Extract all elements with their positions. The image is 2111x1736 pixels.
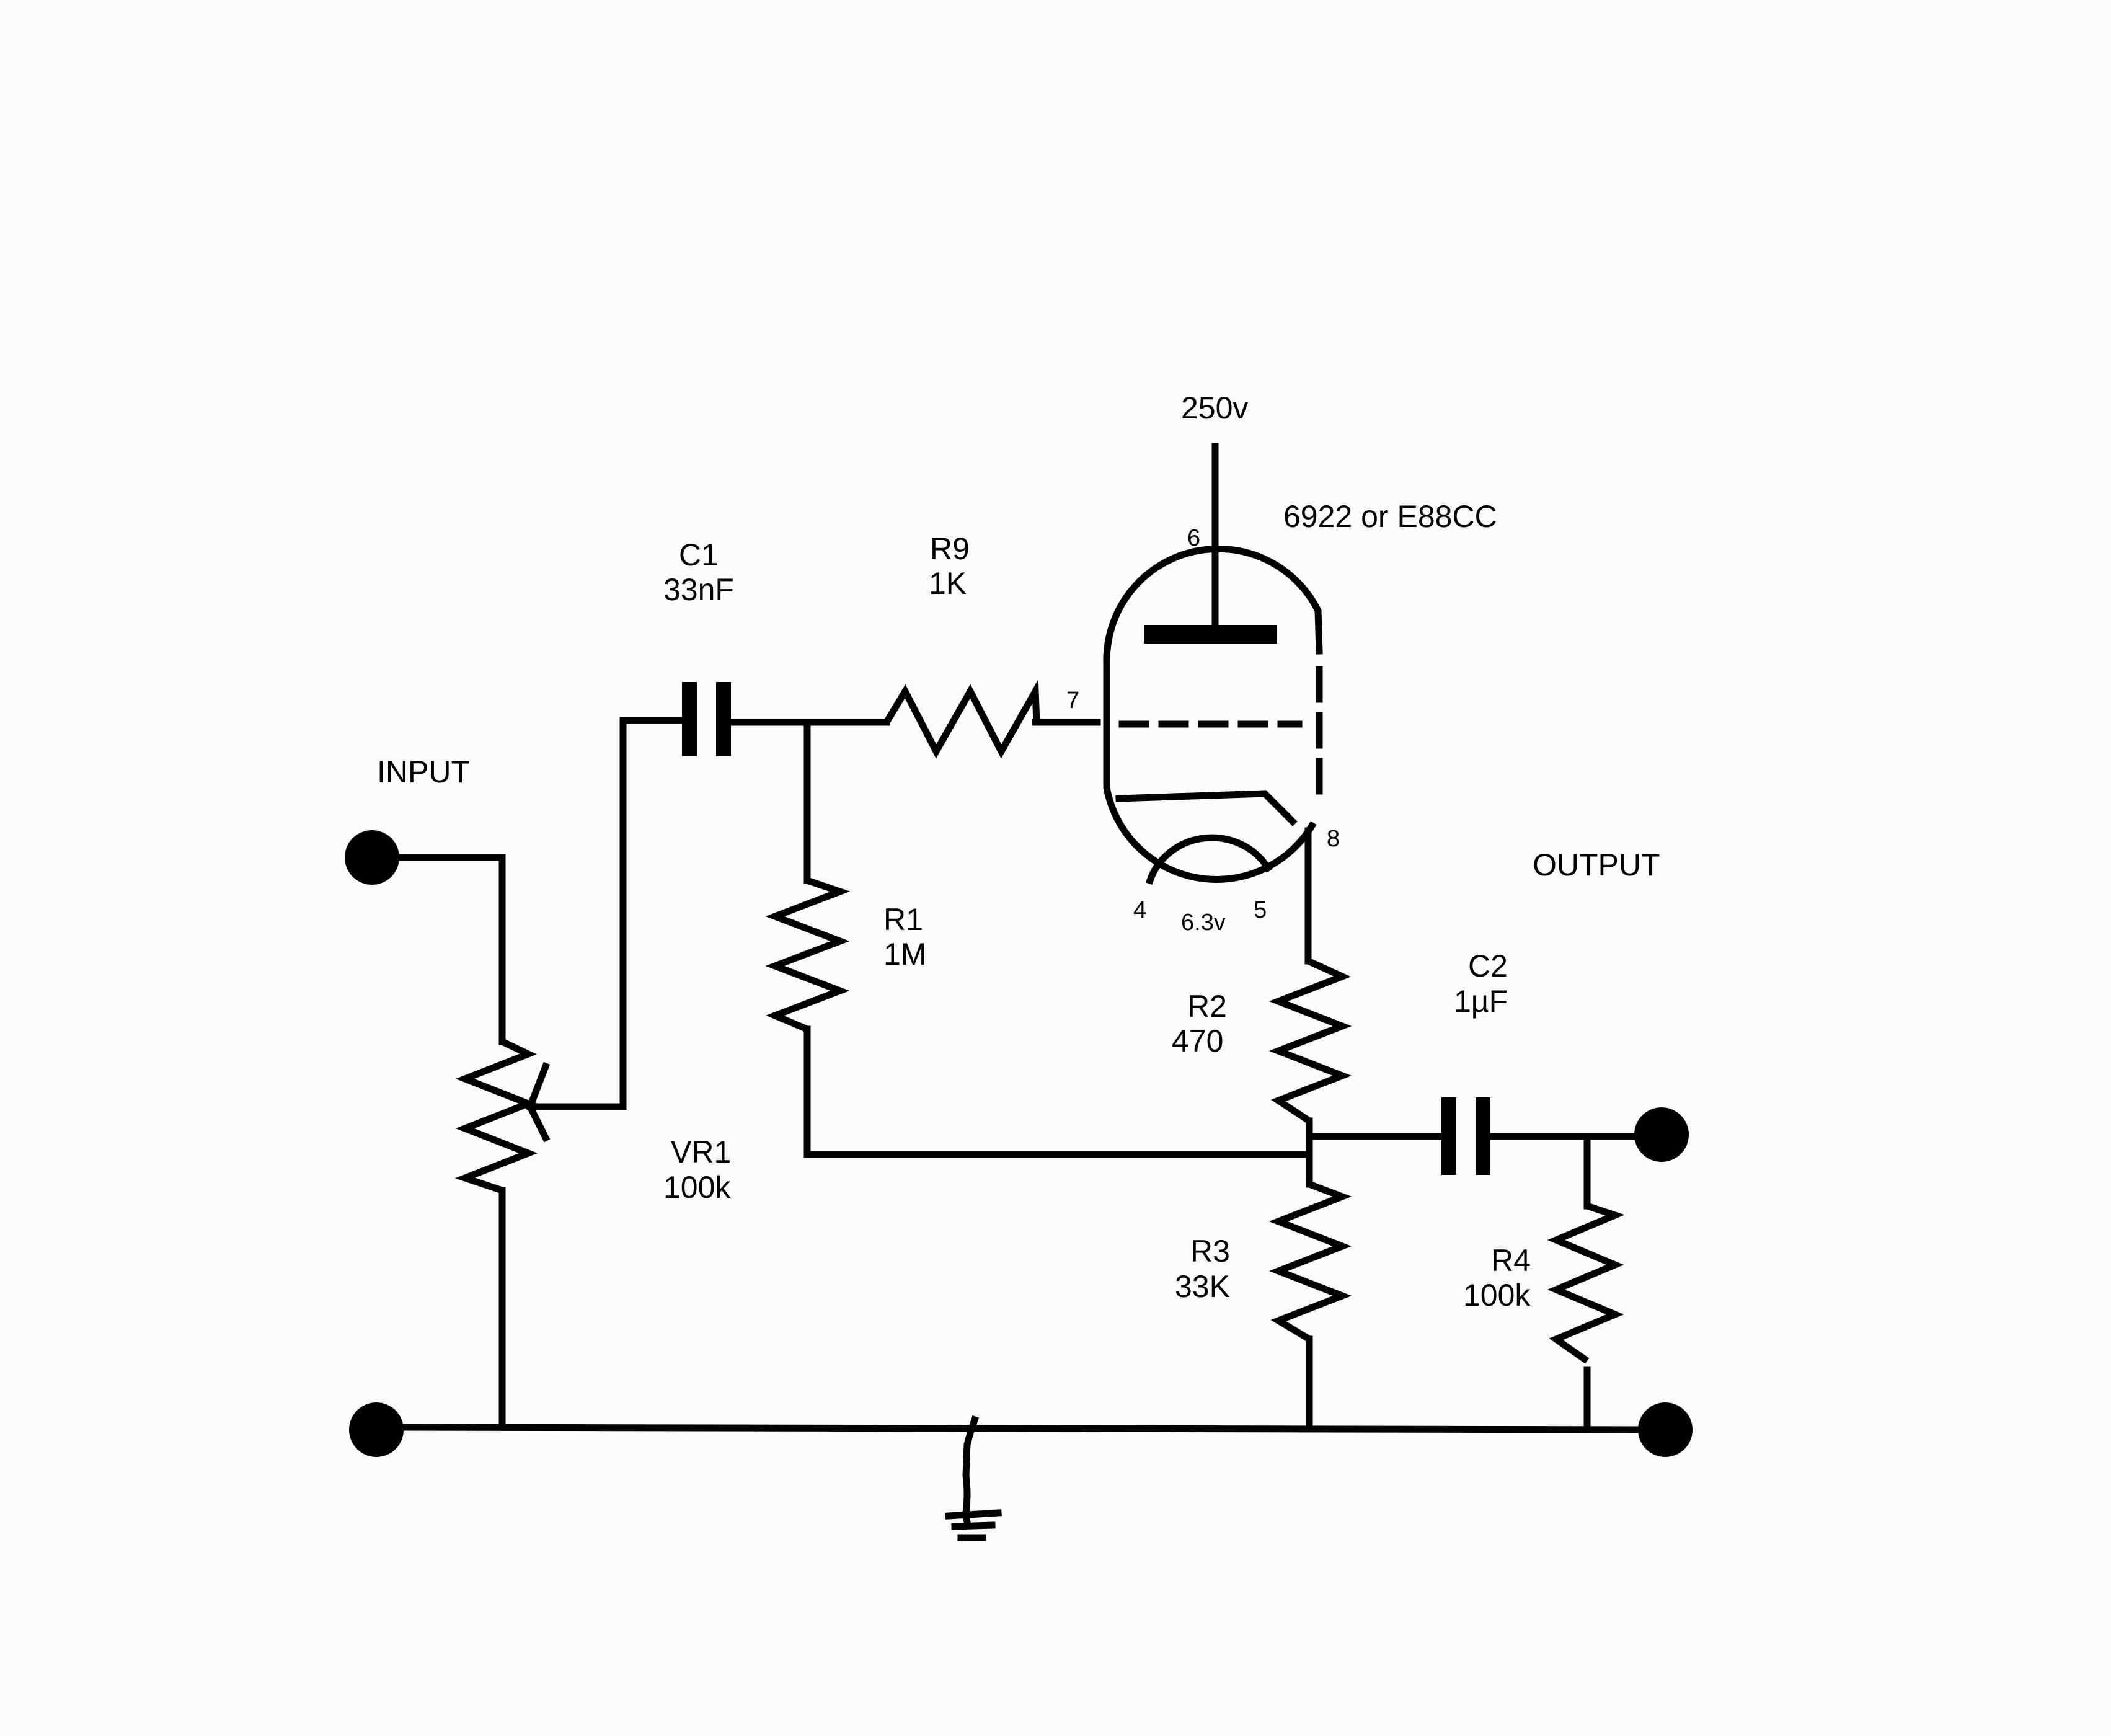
c2-capacitor [1441,1097,1665,1175]
b-plus-label: 250v [1181,391,1248,425]
r3-value-label: 33K [1175,1269,1230,1304]
input-label: INPUT [377,755,470,789]
ground-bus [373,1424,1669,1433]
ground-symbol [945,1415,1002,1541]
tube-cathode [1115,790,1298,826]
r9-resistor [883,679,1097,759]
r3-resistor [1268,1180,1352,1342]
r4-resistor [1547,1133,1625,1431]
vr1-ref-label: VR1 [671,1135,731,1169]
r2-value-label: 470 [1172,1024,1223,1058]
pin-7-label: 7 [1066,688,1079,714]
c1-value-label: 33nF [663,572,734,607]
r4-value-label: 100k [1463,1278,1531,1313]
r1-resistor [765,719,851,1158]
tube-plate [1144,625,1277,644]
pin-6-label: 6 [1187,525,1200,551]
wire-wiper-to-c1 [619,717,686,1110]
r2-resistor [1268,957,1352,1124]
pin-8-label: 8 [1327,826,1340,852]
pin-5-label: 5 [1254,897,1267,923]
tube-type-label: 6922 or E88CC [1283,499,1497,534]
c1-capacitor [682,682,811,756]
vr1-value-label: 100k [663,1170,731,1205]
r3-ref-label: R3 [1190,1234,1230,1269]
r9-ref-label: R9 [930,531,970,566]
vr1-potentiometer [368,854,627,1431]
r1-value-label: 1M [883,937,926,972]
output-label: OUTPUT [1533,848,1660,882]
tube-heater [1146,834,1273,885]
r1-ref-label: R1 [883,902,923,937]
heater-voltage-label: 6.3v [1181,910,1226,936]
r4-ref-label: R4 [1491,1243,1531,1278]
pin-4-label: 4 [1133,897,1146,923]
r2-ref-label: R2 [1187,989,1227,1024]
c2-ref-label: C2 [1468,949,1508,983]
tube-6922 [1103,443,1323,965]
r9-value-label: 1K [929,566,967,601]
c1-ref-label: C1 [679,538,719,572]
c2-value-label: 1µF [1454,984,1508,1019]
